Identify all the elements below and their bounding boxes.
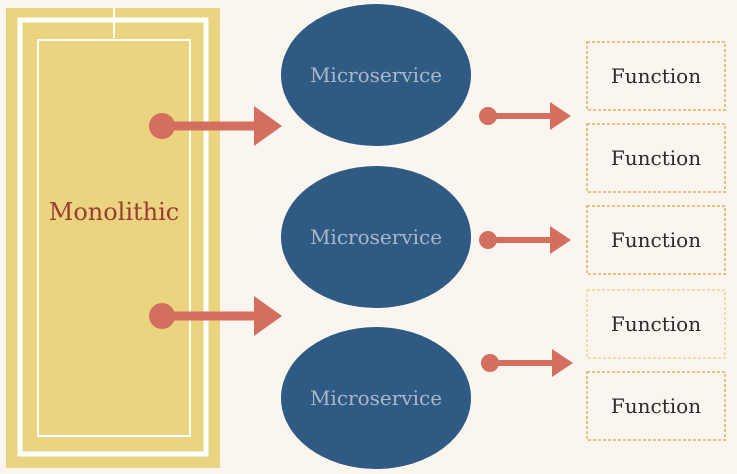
function-4-label: Function [611, 312, 701, 336]
function-box-1: Function [586, 41, 726, 111]
microservice-1-arrow [479, 102, 571, 130]
microservice-3-label: Microservice [310, 386, 442, 410]
microservice-2-arrow [479, 226, 571, 254]
function-3-label: Function [611, 228, 701, 252]
monolith-block: Monolithic [6, 8, 220, 468]
microservice-2: Microservice [281, 166, 471, 308]
function-box-4: Function [586, 289, 726, 359]
microservice-2-label: Microservice [310, 225, 442, 249]
function-5-label: Function [611, 394, 701, 418]
function-2-label: Function [611, 146, 701, 170]
function-1-label: Function [611, 64, 701, 88]
monolith-arrow-bottom [149, 296, 282, 336]
monolith-label: Monolithic [49, 198, 180, 226]
microservice-3: Microservice [281, 327, 471, 469]
function-box-3: Function [586, 205, 726, 275]
function-box-5: Function [586, 371, 726, 441]
microservice-1-label: Microservice [310, 63, 442, 87]
microservice-3-arrow [481, 349, 573, 377]
microservice-1: Microservice [281, 4, 471, 146]
monolith-arrow-top [149, 106, 282, 146]
function-box-2: Function [586, 123, 726, 193]
